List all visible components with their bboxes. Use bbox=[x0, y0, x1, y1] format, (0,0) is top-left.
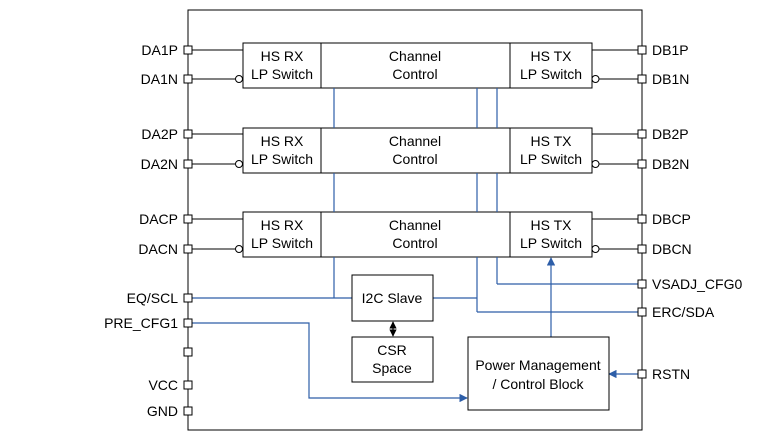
channel-1-control-label-2: Control bbox=[392, 66, 437, 82]
pin-gnd bbox=[183, 406, 193, 416]
pin-vsadj-cfg0 bbox=[637, 279, 647, 289]
pin-label-dbcn: DBCN bbox=[652, 241, 692, 257]
channel-3-control-label-1: Channel bbox=[389, 217, 441, 233]
pin-da2p bbox=[183, 129, 193, 139]
channel-1-rx-label-2: LP Switch bbox=[251, 66, 313, 82]
channel-1-control-block bbox=[242, 42, 593, 89]
pin-da1n bbox=[183, 74, 193, 84]
channel-3-control-label-2: Control bbox=[392, 235, 437, 251]
pin-pre-cfg1 bbox=[183, 318, 193, 328]
csr-label-2: Space bbox=[372, 360, 412, 376]
pin-label-db1p: DB1P bbox=[652, 42, 689, 58]
pin-label-eq-scl: EQ/SCL bbox=[127, 290, 179, 306]
channel-2-control-block bbox=[242, 127, 593, 174]
pin-erc-sda bbox=[637, 307, 647, 317]
channel-1-control-label-1: Channel bbox=[389, 48, 441, 64]
channel-2-control-label-1: Channel bbox=[389, 133, 441, 149]
pin-label-da1p: DA1P bbox=[141, 42, 178, 58]
channel-3: HS RX LP Switch Channel Control HS TX LP… bbox=[242, 211, 593, 258]
pin-label-vsadj-cfg0: VSADJ_CFG0 bbox=[652, 276, 742, 292]
pin-label-rstn: RSTN bbox=[652, 366, 690, 382]
pin-dacp bbox=[183, 214, 193, 224]
pin-rstn bbox=[637, 369, 647, 379]
i2c-slave-block: I2C Slave bbox=[351, 274, 434, 322]
pin-eq-scl bbox=[183, 293, 193, 303]
channel-2-control-label-2: Control bbox=[392, 151, 437, 167]
channel-2: HS RX LP Switch Channel Control HS TX LP… bbox=[242, 127, 593, 174]
pin-dbcn bbox=[637, 244, 647, 254]
pin-da1p bbox=[183, 45, 193, 55]
pin-vcc bbox=[183, 380, 193, 390]
channel-3-rx-label-1: HS RX bbox=[261, 217, 304, 233]
power-label-1: Power Management bbox=[475, 357, 600, 373]
pin-db1n bbox=[637, 74, 647, 84]
channel-2-rx-label-1: HS RX bbox=[261, 133, 304, 149]
channel-1-tx-label-1: HS TX bbox=[531, 48, 573, 64]
pin-label-pre-cfg1: PRE_CFG1 bbox=[104, 315, 178, 331]
channel-3-tx-label-2: LP Switch bbox=[520, 235, 582, 251]
channel-2-rx-label-2: LP Switch bbox=[251, 151, 313, 167]
pin-label-erc-sda: ERC/SDA bbox=[652, 304, 715, 320]
pin-db1p bbox=[637, 45, 647, 55]
lane-wires bbox=[192, 49, 638, 253]
pin-label-da2n: DA2N bbox=[141, 156, 178, 172]
csr-label-1: CSR bbox=[377, 342, 407, 358]
left-pins: DA1P DA1N DA2P DA2N DACP DACN EQ/SCL PRE… bbox=[104, 42, 193, 419]
i2c-label: I2C Slave bbox=[362, 290, 423, 306]
pin-label-dbcp: DBCP bbox=[652, 211, 691, 227]
channel-1-rx-label-1: HS RX bbox=[261, 48, 304, 64]
pin-unlabeled bbox=[183, 347, 193, 357]
pin-da2n bbox=[183, 159, 193, 169]
pin-dacn bbox=[183, 244, 193, 254]
pin-label-gnd: GND bbox=[147, 403, 178, 419]
pin-dbcp bbox=[637, 214, 647, 224]
pin-label-vcc: VCC bbox=[148, 377, 178, 393]
power-management-block: Power Management / Control Block bbox=[467, 336, 610, 411]
pin-label-db2n: DB2N bbox=[652, 156, 689, 172]
channel-3-rx-label-2: LP Switch bbox=[251, 235, 313, 251]
csr-space-block: CSR Space bbox=[351, 336, 434, 383]
channel-2-tx-label-1: HS TX bbox=[531, 133, 573, 149]
pin-label-da2p: DA2P bbox=[141, 126, 178, 142]
control-bus bbox=[192, 88, 638, 403]
pin-db2p bbox=[637, 129, 647, 139]
pin-label-db1n: DB1N bbox=[652, 71, 689, 87]
channel-3-control-block bbox=[242, 211, 593, 258]
pin-db2n bbox=[637, 159, 647, 169]
channel-3-tx-label-1: HS TX bbox=[531, 217, 573, 233]
channel-2-tx-label-2: LP Switch bbox=[520, 151, 582, 167]
pin-label-dacp: DACP bbox=[139, 211, 178, 227]
pin-label-db2p: DB2P bbox=[652, 126, 689, 142]
channel-1-tx-label-2: LP Switch bbox=[520, 66, 582, 82]
pin-label-da1n: DA1N bbox=[141, 71, 178, 87]
right-pins: DB1P DB1N DB2P DB2N DBCP DBCN VSADJ_CFG0… bbox=[637, 42, 742, 382]
channel-1: HS RX LP Switch Channel Control HS TX LP… bbox=[242, 42, 593, 89]
power-label-2: / Control Block bbox=[492, 376, 584, 392]
pin-label-dacn: DACN bbox=[138, 241, 178, 257]
